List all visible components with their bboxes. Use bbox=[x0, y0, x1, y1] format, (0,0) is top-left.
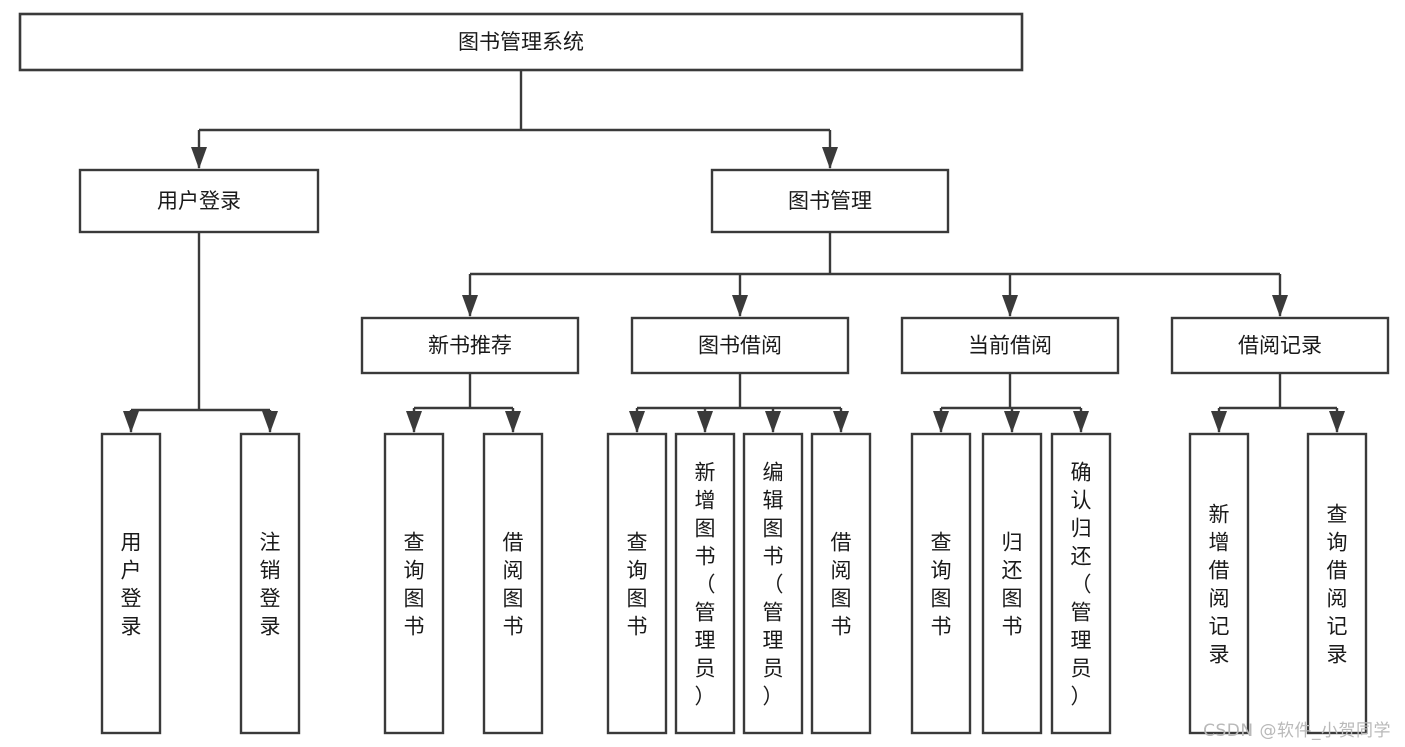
node-root-box[interactable] bbox=[18, 12, 1024, 72]
node-root-label: 图书管理系统 bbox=[458, 30, 584, 54]
node-root[interactable]: 图书管理系统 bbox=[18, 12, 1024, 72]
node-leaf-rec-add[interactable]: 新增借阅记录 bbox=[1188, 432, 1250, 735]
node-borrow-record-label: 借阅记录 bbox=[1238, 334, 1322, 358]
node-leaf-cur-confirm[interactable]: 确认归还（管理员） bbox=[1050, 432, 1112, 735]
node-leaf-rec-query2[interactable]: 查询借阅记录 bbox=[1306, 432, 1368, 735]
node-book-borrow-box[interactable] bbox=[630, 316, 850, 375]
arrow-head-icon-leaf-user-login bbox=[123, 411, 139, 433]
arrow-head-icon-leaf-rec-query bbox=[406, 411, 422, 433]
node-leaf-rec-query2-label: 查询借阅记录 bbox=[1327, 502, 1348, 666]
node-leaf-borrow-add-box[interactable] bbox=[674, 432, 736, 735]
node-leaf-rec-query-label: 查询图书 bbox=[404, 530, 425, 638]
arrow-head-icon-leaf-rec-query2 bbox=[1329, 411, 1345, 433]
node-leaf-borrow-edit[interactable]: 编辑图书（管理员） bbox=[742, 432, 804, 735]
node-leaf-borrow-query[interactable]: 查询图书 bbox=[606, 432, 668, 735]
node-book-borrow-label: 图书借阅 bbox=[698, 334, 782, 358]
node-leaf-rec-add-box[interactable] bbox=[1188, 432, 1250, 735]
node-leaf-cur-query-box[interactable] bbox=[910, 432, 972, 735]
node-leaf-cur-confirm-label: 确认归还（管理员） bbox=[1071, 460, 1092, 708]
node-borrow-record-box[interactable] bbox=[1170, 316, 1390, 375]
node-leaf-rec-add-label: 新增借阅记录 bbox=[1209, 502, 1230, 666]
node-leaf-cur-return[interactable]: 归还图书 bbox=[981, 432, 1043, 735]
node-leaf-cur-return-label: 归还图书 bbox=[1002, 530, 1023, 638]
node-leaf-borrow-query-label: 查询图书 bbox=[627, 530, 648, 638]
node-new-book-rec-box[interactable] bbox=[360, 316, 580, 375]
node-leaf-user-logout-box[interactable] bbox=[239, 432, 301, 735]
node-new-book-rec[interactable]: 新书推荐 bbox=[360, 316, 580, 375]
arrow-head-icon-leaf-cur-query bbox=[933, 411, 949, 433]
node-book-manage-box[interactable] bbox=[710, 168, 950, 234]
arrow-head-icon-leaf-cur-return bbox=[1004, 411, 1020, 433]
node-leaf-borrow-edit-label: 编辑图书（管理员） bbox=[763, 460, 784, 708]
node-current-borrow[interactable]: 当前借阅 bbox=[900, 316, 1120, 375]
node-leaf-user-login-label: 用户登录 bbox=[121, 530, 142, 638]
node-new-book-rec-label: 新书推荐 bbox=[428, 334, 512, 358]
node-leaf-cur-confirm-box[interactable] bbox=[1050, 432, 1112, 735]
node-leaf-rec-query-box[interactable] bbox=[383, 432, 445, 735]
node-leaf-user-logout-label: 注销登录 bbox=[260, 530, 281, 638]
node-leaf-borrow-add-label: 新增图书（管理员） bbox=[695, 460, 716, 708]
node-user-login[interactable]: 用户登录 bbox=[78, 168, 320, 234]
arrow-head-icon-leaf-rec-borrow bbox=[505, 411, 521, 433]
arrow-head-icon-leaf-rec-add bbox=[1211, 411, 1227, 433]
node-current-borrow-label: 当前借阅 bbox=[968, 334, 1052, 358]
node-leaf-rec-borrow[interactable]: 借阅图书 bbox=[482, 432, 544, 735]
node-leaf-rec-borrow-label: 借阅图书 bbox=[503, 530, 524, 638]
arrow-head-icon-leaf-user-logout bbox=[262, 411, 278, 433]
arrow-head-icon-user-login bbox=[191, 147, 207, 169]
node-leaf-rec-query2-box[interactable] bbox=[1306, 432, 1368, 735]
node-leaf-user-logout[interactable]: 注销登录 bbox=[239, 432, 301, 735]
node-leaf-cur-query-label: 查询图书 bbox=[931, 530, 952, 638]
arrow-head-icon-new-book-rec bbox=[462, 295, 478, 317]
node-leaf-cur-query[interactable]: 查询图书 bbox=[910, 432, 972, 735]
arrow-head-icon-leaf-borrow-query bbox=[629, 411, 645, 433]
node-leaf-cur-return-box[interactable] bbox=[981, 432, 1043, 735]
arrow-head-icon-leaf-borrow-lend bbox=[833, 411, 849, 433]
node-user-login-box[interactable] bbox=[78, 168, 320, 234]
node-book-manage[interactable]: 图书管理 bbox=[710, 168, 950, 234]
node-leaf-borrow-lend-box[interactable] bbox=[810, 432, 872, 735]
arrow-head-icon-book-manage bbox=[822, 147, 838, 169]
arrow-head-icon-current-borrow bbox=[1002, 295, 1018, 317]
node-leaf-borrow-lend[interactable]: 借阅图书 bbox=[810, 432, 872, 735]
node-leaf-borrow-query-box[interactable] bbox=[606, 432, 668, 735]
node-leaf-user-login-box[interactable] bbox=[100, 432, 162, 735]
node-leaf-user-login[interactable]: 用户登录 bbox=[100, 432, 162, 735]
arrow-head-icon-book-borrow bbox=[732, 295, 748, 317]
node-leaf-rec-query[interactable]: 查询图书 bbox=[383, 432, 445, 735]
arrow-head-icon-borrow-record bbox=[1272, 295, 1288, 317]
arrow-head-icon-leaf-cur-confirm bbox=[1073, 411, 1089, 433]
node-borrow-record[interactable]: 借阅记录 bbox=[1170, 316, 1390, 375]
node-book-manage-label: 图书管理 bbox=[788, 189, 872, 213]
arrow-head-icon-leaf-borrow-add bbox=[697, 411, 713, 433]
node-leaf-borrow-lend-label: 借阅图书 bbox=[831, 530, 852, 638]
edges-layer bbox=[123, 70, 1345, 433]
node-leaf-rec-borrow-box[interactable] bbox=[482, 432, 544, 735]
nodes-layer: 图书管理系统用户登录图书管理新书推荐图书借阅当前借阅借阅记录用户登录注销登录查询… bbox=[18, 12, 1390, 735]
node-leaf-borrow-edit-box[interactable] bbox=[742, 432, 804, 735]
node-current-borrow-box[interactable] bbox=[900, 316, 1120, 375]
node-book-borrow[interactable]: 图书借阅 bbox=[630, 316, 850, 375]
node-leaf-borrow-add[interactable]: 新增图书（管理员） bbox=[674, 432, 736, 735]
node-user-login-label: 用户登录 bbox=[157, 189, 241, 213]
arrow-head-icon-leaf-borrow-edit bbox=[765, 411, 781, 433]
